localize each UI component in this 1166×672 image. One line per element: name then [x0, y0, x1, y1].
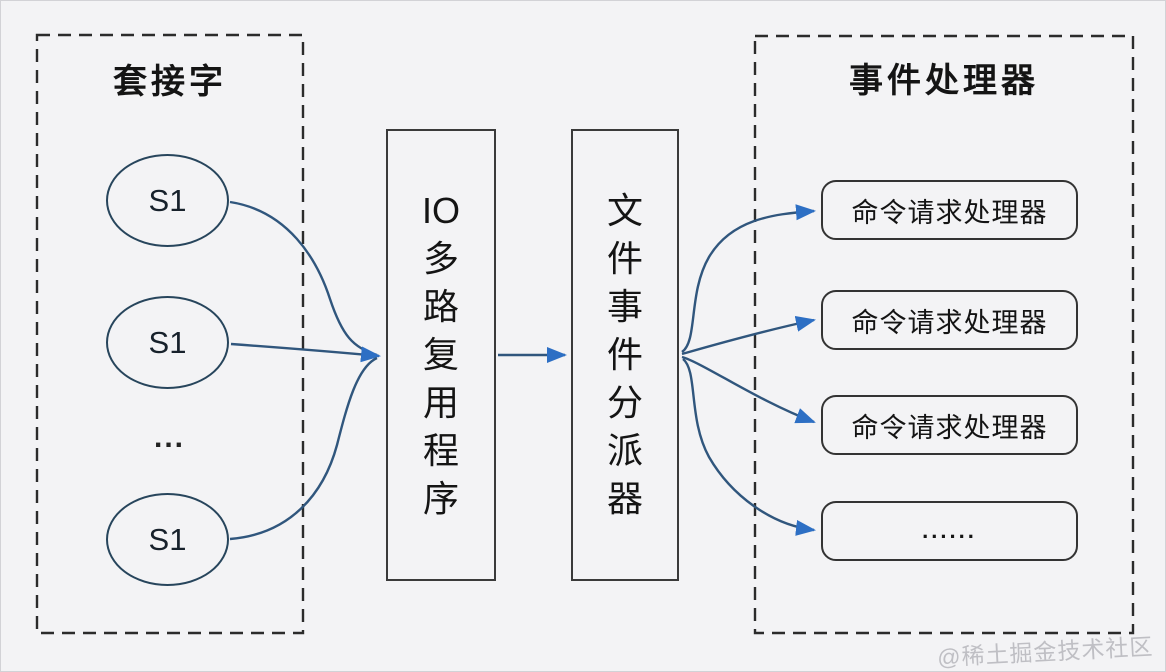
socket-node: S1 — [106, 296, 229, 389]
dispatcher-char: 事 — [606, 286, 643, 327]
dispatcher-char: 派 — [606, 430, 643, 471]
socket-arrows — [229, 200, 381, 541]
dispatcher-char: 文 — [606, 190, 643, 231]
handler-item: 命令请求处理器 — [821, 290, 1078, 350]
handler-item-label: ...... — [922, 518, 977, 543]
io-multiplexer-char: 路 — [422, 286, 459, 327]
io-multiplexer-char: 复 — [422, 334, 459, 375]
socket-node-label: S1 — [148, 182, 187, 218]
socket-node-label: S1 — [148, 521, 187, 557]
socket-node: S1 — [106, 154, 229, 247]
handler-item-label: 命令请求处理器 — [851, 412, 1048, 443]
socket-node-label: S1 — [148, 324, 187, 360]
io-multiplexer-char: IO — [421, 190, 460, 231]
io-multiplexer-char: 程 — [422, 430, 459, 471]
io-multiplexer-char: 多 — [422, 238, 459, 279]
io-multiplexer-char: 序 — [422, 478, 459, 519]
handler-item-label: 命令请求处理器 — [851, 197, 1048, 228]
sockets-ellipsis: ... — [154, 421, 186, 454]
handler-item: 命令请求处理器 — [821, 395, 1078, 455]
dispatcher-char: 器 — [606, 478, 643, 519]
handler-item-ellipsis: ...... — [821, 501, 1078, 561]
handlers-group-title: 事件处理器 — [849, 62, 1039, 100]
file-event-dispatcher-box: 文 件 事 件 分 派 器 — [571, 129, 679, 581]
io-multiplexer-box: IO 多 路 复 用 程 序 — [386, 129, 496, 581]
handler-item-label: 命令请求处理器 — [851, 307, 1048, 338]
dispatcher-char: 件 — [606, 334, 643, 375]
io-multiplexer-char: 用 — [422, 382, 459, 423]
sockets-group-title: 套接字 — [113, 63, 227, 101]
dispatcher-char: 分 — [606, 382, 643, 423]
dispatcher-char: 件 — [606, 238, 643, 279]
socket-node: S1 — [106, 493, 229, 586]
watermark: @稀土掘金技术社区 — [936, 633, 1154, 671]
dispatcher-fanout-arrows — [681, 204, 816, 536]
handler-item: 命令请求处理器 — [821, 180, 1078, 240]
